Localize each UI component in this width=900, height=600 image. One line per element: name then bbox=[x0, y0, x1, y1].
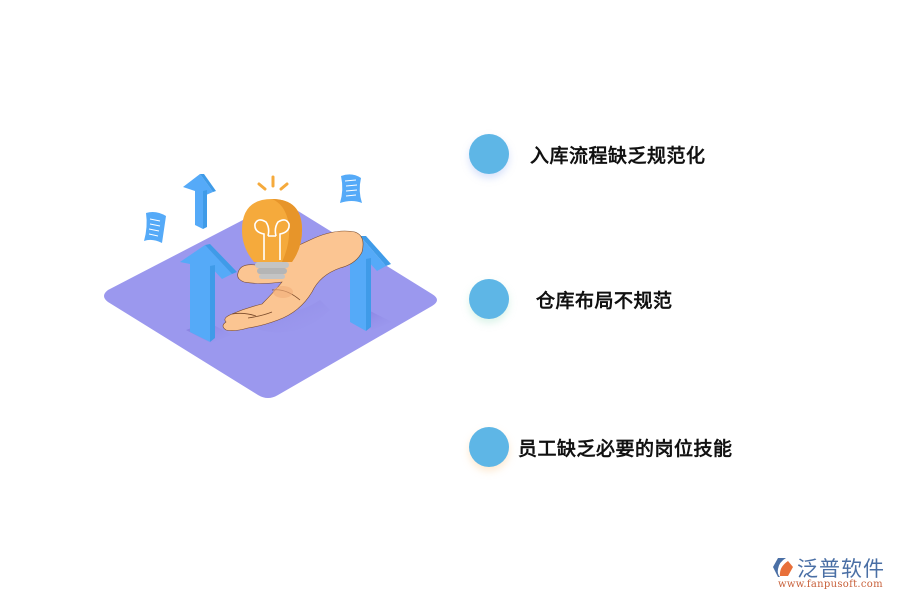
bullet-dot-icon bbox=[469, 134, 509, 174]
brand-logo: 泛普软件 www.fanpusoft.com bbox=[770, 553, 895, 593]
up-arrow-icon bbox=[183, 174, 216, 229]
fanpu-logo-icon bbox=[771, 556, 795, 578]
up-arrow-icon bbox=[337, 236, 391, 331]
list-item: 员工缺乏必要的岗位技能 bbox=[469, 427, 733, 467]
bullet-dot-icon bbox=[469, 427, 509, 467]
item-label: 仓库布局不规范 bbox=[536, 289, 673, 312]
hand-icon bbox=[222, 230, 364, 331]
bullet-dot-icon bbox=[469, 279, 509, 319]
list-item: 入库流程缺乏规范化 bbox=[469, 134, 706, 174]
item-label: 员工缺乏必要的岗位技能 bbox=[518, 437, 733, 460]
item-label: 入库流程缺乏规范化 bbox=[530, 144, 706, 167]
document-icon bbox=[144, 212, 166, 243]
list-item: 仓库布局不规范 bbox=[469, 279, 673, 319]
light-bulb-icon bbox=[242, 175, 302, 279]
brand-name: 泛普软件 bbox=[797, 557, 885, 581]
illustration bbox=[104, 174, 437, 398]
document-icon bbox=[340, 174, 362, 203]
brand-url: www.fanpusoft.com bbox=[778, 579, 883, 590]
up-arrow-icon bbox=[180, 244, 237, 342]
